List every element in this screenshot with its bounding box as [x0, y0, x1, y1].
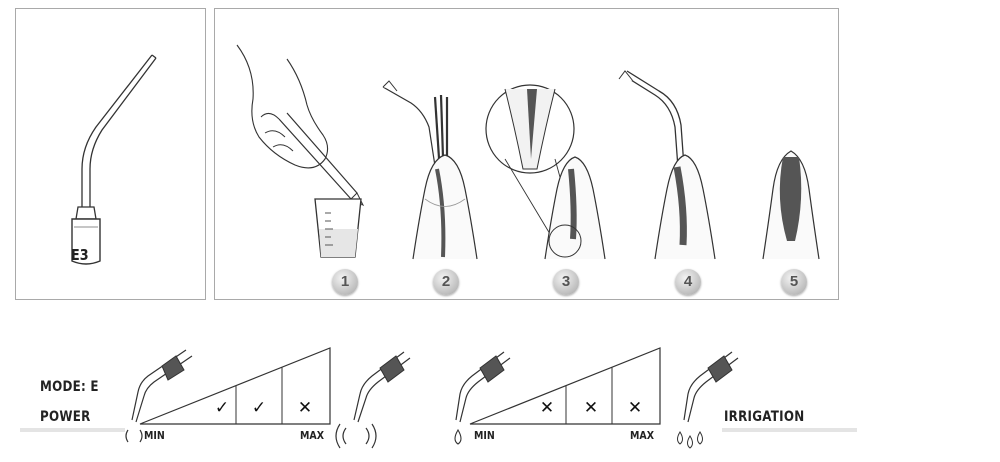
- step-badge-4: 4: [675, 269, 701, 295]
- power-label: POWER: [40, 409, 91, 425]
- step-badge-5: 5: [781, 269, 807, 295]
- step-2-illustration: [382, 80, 478, 260]
- irrigation-level-wedge: [469, 347, 661, 425]
- power-level-3-mark: ✕: [297, 398, 313, 418]
- power-level-1-mark: ✓: [214, 398, 230, 418]
- tip-panel: E3: [15, 8, 206, 300]
- irrigation-max-label: MAX: [630, 430, 655, 442]
- power-min-label: MIN: [144, 430, 165, 442]
- mode-label: MODE: E: [40, 379, 99, 395]
- power-max-tip-icon: [335, 351, 411, 449]
- irrigation-level-1-mark: ✕: [539, 398, 555, 418]
- scaler-tip-e3-illustration: [71, 54, 157, 265]
- irrigation-max-tip-icon: [677, 351, 739, 449]
- tip-model-label: E3: [71, 246, 89, 264]
- power-max-label: MAX: [300, 430, 325, 442]
- step-4-illustration: [618, 70, 716, 260]
- irrigation-level-2-mark: ✕: [583, 398, 599, 418]
- irrigation-min-label: MIN: [474, 430, 495, 442]
- irrigation-level-3-mark: ✕: [627, 398, 643, 418]
- power-underline: [20, 428, 125, 432]
- step-5-illustration: [762, 150, 820, 260]
- power-min-tip-icon: [125, 349, 193, 443]
- power-level-2-mark: ✓: [251, 398, 267, 418]
- step-badge-2: 2: [433, 269, 459, 295]
- step-3-illustration: [485, 84, 606, 260]
- irrigation-label: IRRIGATION: [724, 409, 805, 425]
- procedure-illustration: [236, 44, 820, 260]
- power-level-wedge: [139, 347, 331, 425]
- irrigation-underline: [722, 428, 857, 432]
- irrigation-min-tip-icon: [454, 351, 511, 445]
- step-badge-1: 1: [332, 269, 358, 295]
- step-1-illustration: [236, 44, 365, 258]
- step-badge-3: 3: [553, 269, 579, 295]
- procedure-steps-panel: 1 2 3 4 5: [214, 8, 839, 300]
